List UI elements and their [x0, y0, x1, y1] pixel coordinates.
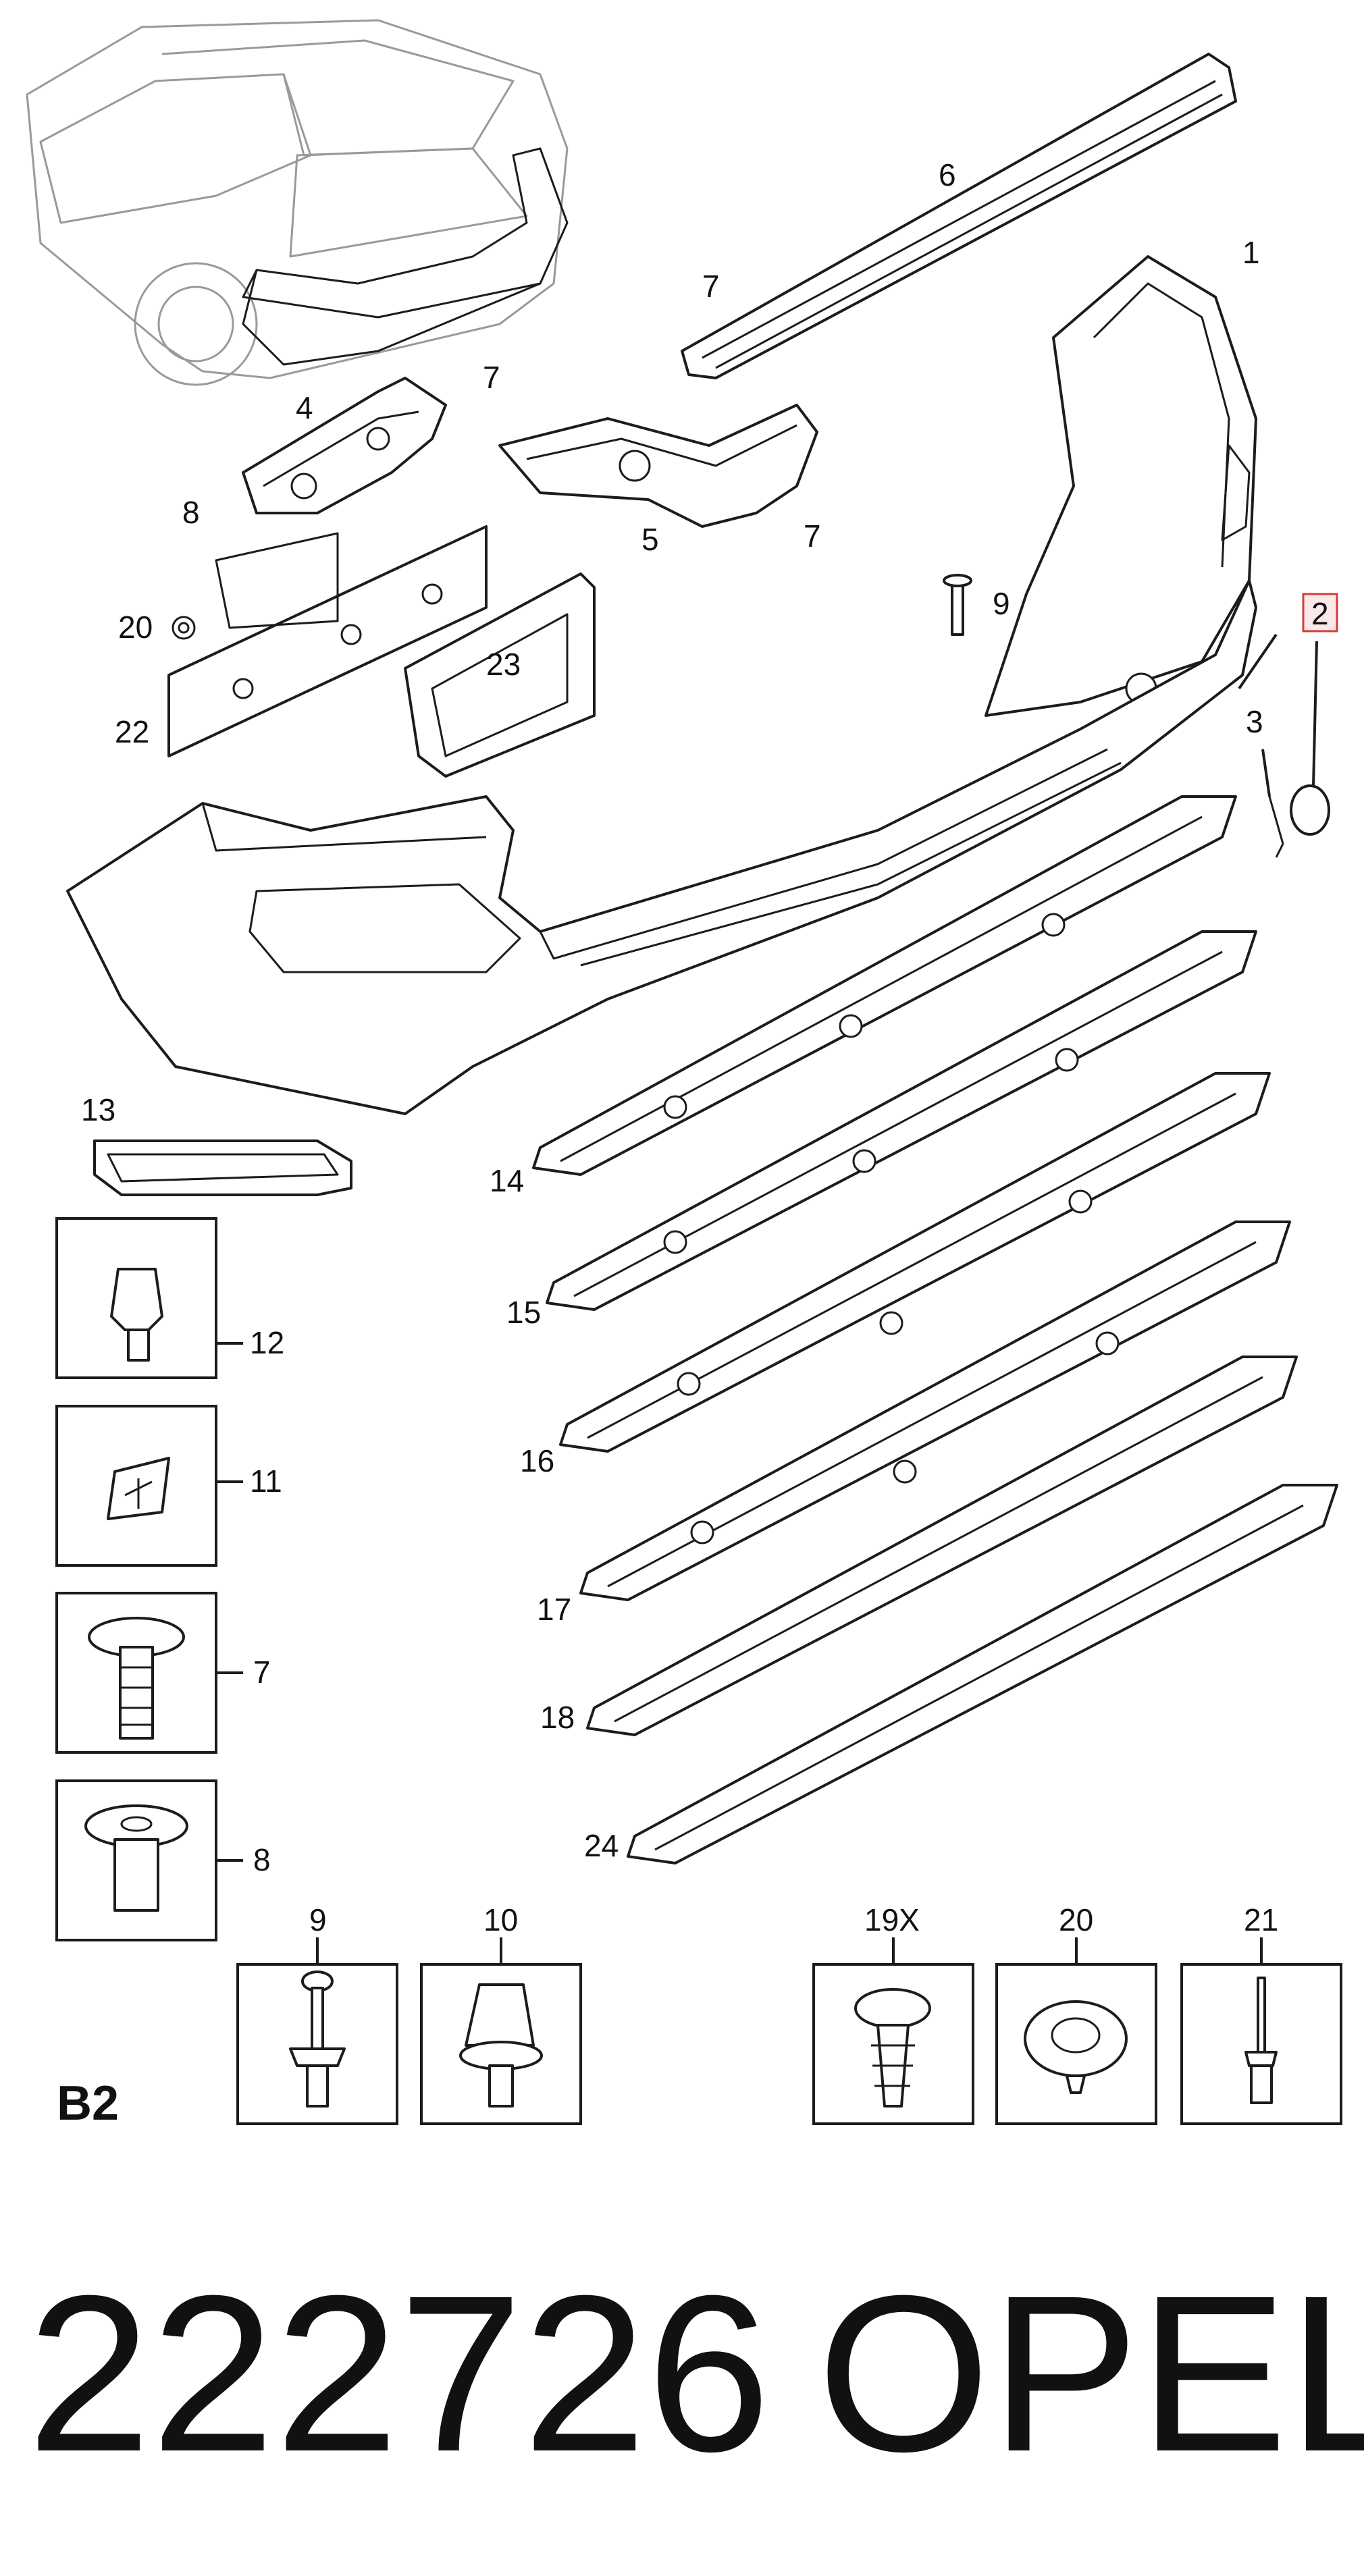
- part-number: 222726: [27, 2249, 770, 2498]
- callout-7-a: 7: [702, 269, 720, 304]
- sensor-strip-16: [559, 1072, 1271, 1453]
- part-5-center-bracket: [498, 404, 818, 528]
- part-1-bumper-upper: [985, 255, 1257, 717]
- part-23-bracket: [404, 572, 596, 778]
- sensor-strip-14: [532, 795, 1237, 1176]
- detail-box-9: [236, 1963, 398, 2125]
- part-9-bolt-small: [943, 574, 972, 636]
- detail-box-7: [55, 1592, 217, 1754]
- sensor-strip-17: [579, 1220, 1291, 1601]
- part-13-reflector: [93, 1139, 352, 1196]
- callout-6: 6: [939, 157, 956, 192]
- callout-15: 15: [506, 1295, 541, 1330]
- vehicle-silhouette: [26, 19, 569, 386]
- section-code: B2: [57, 2076, 119, 2130]
- detail-box-12: [55, 1217, 217, 1379]
- part-20-clip-small: [172, 616, 196, 640]
- detail-box-21: [1180, 1963, 1342, 2125]
- part-2-cap: [1290, 784, 1330, 836]
- part-4-left-bracket: [242, 377, 447, 514]
- detail-label-10: 10: [483, 1902, 518, 1937]
- sensor-strip-18: [586, 1356, 1298, 1736]
- brand-name: OPEL: [817, 2249, 1364, 2498]
- detail-box-20: [995, 1963, 1157, 2125]
- callout-23: 23: [486, 647, 521, 682]
- leader-lines: [216, 633, 1318, 1964]
- callout-14: 14: [490, 1163, 524, 1198]
- detail-label-20: 20: [1059, 1902, 1093, 1937]
- callout-13: 13: [81, 1092, 115, 1127]
- callout-1: 1: [1242, 235, 1260, 270]
- sensor-strip-24: [627, 1484, 1338, 1864]
- callout-18: 18: [540, 1700, 575, 1735]
- detail-label-11: 11: [250, 1464, 282, 1499]
- detail-label-19x: 19X: [864, 1902, 920, 1937]
- sensor-strip-15: [546, 930, 1257, 1311]
- callout-5: 5: [641, 522, 659, 557]
- detail-label-9: 9: [309, 1902, 327, 1937]
- detail-label-12: 12: [250, 1325, 284, 1360]
- callout-7-b: 7: [483, 360, 500, 395]
- callout-9: 9: [993, 586, 1010, 621]
- callout-8: 8: [182, 495, 200, 530]
- callout-2: 2: [1311, 596, 1329, 631]
- part-22-foam-strip: [167, 525, 488, 757]
- detail-label-21: 21: [1244, 1902, 1278, 1937]
- callout-20: 20: [118, 610, 153, 645]
- callout-2-highlight-box: [1302, 593, 1338, 633]
- callout-7-c: 7: [804, 518, 821, 554]
- callout-labels: 1 2 3 4 5 6 7 7 7 8 9 20 22 23 13 14 15 …: [81, 157, 1338, 1937]
- detail-label-8: 8: [253, 1842, 271, 1877]
- part-6-reinforcement-strip: [681, 53, 1237, 379]
- part-3-wire: [1268, 796, 1284, 858]
- detail-label-7: 7: [253, 1655, 271, 1690]
- detail-box-10: [420, 1963, 582, 2125]
- callout-22: 22: [115, 714, 149, 749]
- detail-box-8: [55, 1779, 217, 1941]
- main-bumper-cover: [66, 579, 1257, 1115]
- callout-24: 24: [584, 1828, 619, 1863]
- callout-16: 16: [520, 1443, 554, 1478]
- callout-3: 3: [1246, 704, 1263, 739]
- callout-17: 17: [537, 1592, 571, 1627]
- detail-box-11: [55, 1405, 217, 1567]
- detail-box-19x: [812, 1963, 974, 2125]
- callout-4: 4: [296, 390, 313, 425]
